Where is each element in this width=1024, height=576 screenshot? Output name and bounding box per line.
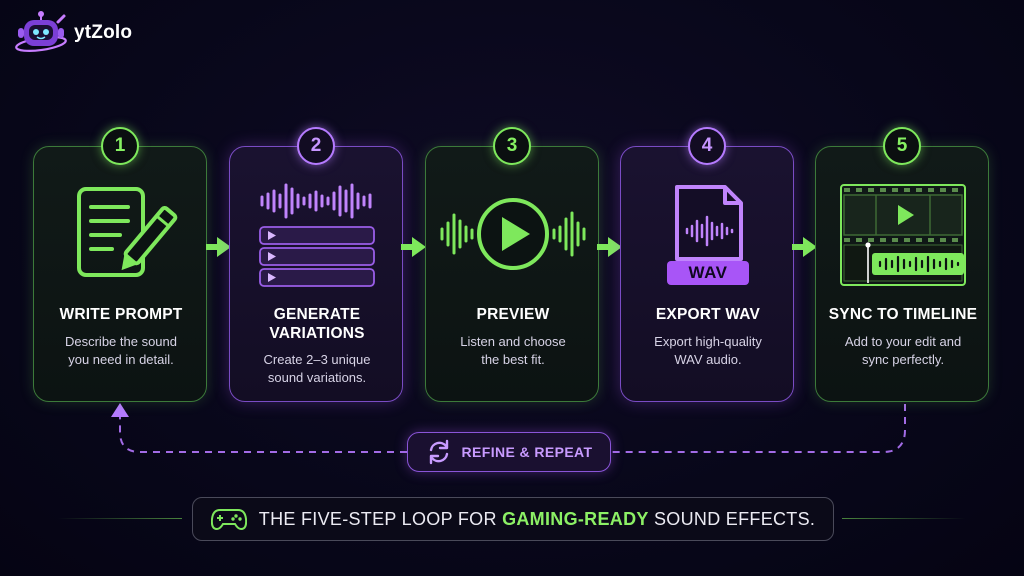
- footer-highlight: GAMING-READY: [502, 508, 649, 529]
- flow-arrow-icon: [206, 237, 231, 257]
- step-number-badge: 5: [883, 127, 921, 165]
- step-card-write-prompt[interactable]: 1 WRITE PROMPT Describe the sound you ne…: [33, 127, 207, 402]
- step-desc-line: Create 2–3 unique: [263, 352, 371, 367]
- step-number-badge: 2: [297, 127, 335, 165]
- robot-mascot-icon: [15, 11, 67, 52]
- step-desc-line: the best fit.: [481, 352, 545, 367]
- step-card-sync-to-timeline[interactable]: 5: [815, 127, 989, 402]
- step-title: SYNC TO TIMELINE: [828, 306, 978, 323]
- play-waveform-icon: [440, 198, 586, 270]
- flow-arrow-icon: [597, 237, 622, 257]
- step-desc-line: you need in detail.: [68, 352, 174, 367]
- step-desc-line: Listen and choose: [460, 334, 566, 349]
- wav-badge: WAV: [667, 261, 749, 285]
- step-desc-line: Add to your edit and: [844, 334, 962, 349]
- footer-divider-right: [842, 518, 966, 519]
- step-card-preview[interactable]: 3 PREVIEW Listen and choose the best fit…: [425, 127, 599, 402]
- brand-logo[interactable]: ytZolo: [14, 10, 132, 56]
- step-desc-line: sync perfectly.: [861, 352, 945, 367]
- wav-file-icon: [675, 185, 743, 261]
- refresh-icon: [429, 439, 448, 465]
- step-desc-line: Export high-quality: [654, 334, 762, 349]
- flow-arrow-icon: [792, 237, 817, 257]
- step-title: EXPORT WAV: [655, 306, 761, 323]
- step-number-badge: 1: [101, 127, 139, 165]
- step-title: PREVIEW: [476, 306, 550, 323]
- prompt-document-icon: [77, 187, 178, 277]
- refine-repeat-label: REFINE & REPEAT: [461, 444, 593, 460]
- step-desc-line: sound variations.: [267, 370, 367, 385]
- footer-text-start: THE FIVE-STEP LOOP FOR: [258, 508, 503, 529]
- waveform-variations-icon: [259, 183, 375, 287]
- footer-tagline: THE FIVE-STEP LOOP FOR GAMING-READY SOUN…: [192, 497, 834, 541]
- brand-name: ytZolo: [74, 22, 133, 43]
- refine-repeat-button[interactable]: REFINE & REPEAT: [407, 432, 611, 472]
- gamepad-icon: [210, 509, 247, 531]
- step-title-line: VARIATIONS: [269, 325, 365, 342]
- step-title: WRITE PROMPT: [59, 306, 183, 323]
- flow-arrow-icon: [401, 237, 426, 257]
- step-number-badge: 4: [688, 127, 726, 165]
- step-title-line: GENERATE: [273, 306, 361, 323]
- step-desc-line: WAV audio.: [674, 352, 742, 367]
- footer-divider-left: [58, 518, 182, 519]
- footer-text: THE FIVE-STEP LOOP FOR GAMING-READY SOUN…: [259, 509, 815, 530]
- step-number-badge: 3: [493, 127, 531, 165]
- step-card-export-wav[interactable]: 4 WAV EXPORT WAV Export high-quality WAV…: [620, 127, 794, 402]
- footer-text-end: SOUND EFFECTS.: [648, 508, 816, 529]
- step-card-generate-variations[interactable]: 2: [229, 127, 403, 402]
- timeline-icon: [840, 184, 966, 286]
- step-desc-line: Describe the sound: [64, 334, 177, 349]
